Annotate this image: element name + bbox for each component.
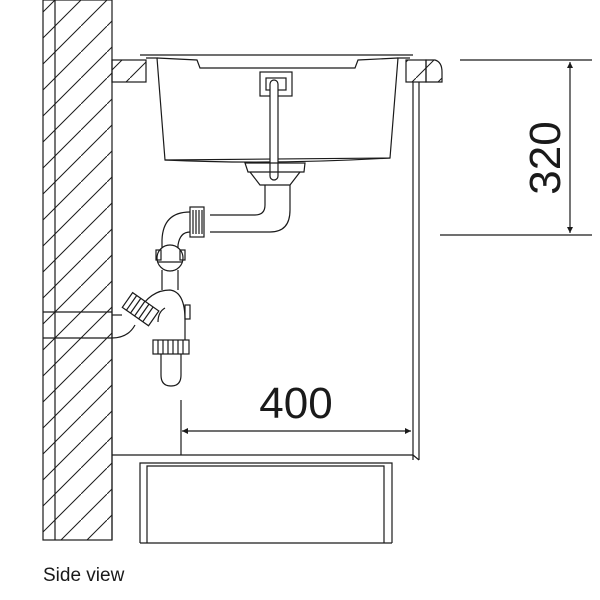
sink-basin	[146, 57, 410, 181]
dimension-width	[180, 400, 411, 455]
drawer	[139, 462, 393, 544]
view-caption: Side view	[43, 565, 125, 586]
siphon-trap	[111, 206, 205, 387]
wall	[42, 0, 113, 541]
drain-outlet	[210, 162, 306, 233]
height-dimension-label: 320	[521, 121, 570, 194]
countertop	[111, 54, 443, 83]
cabinet	[111, 82, 420, 540]
dimension-height	[440, 59, 592, 236]
width-dimension-label: 400	[259, 379, 332, 428]
